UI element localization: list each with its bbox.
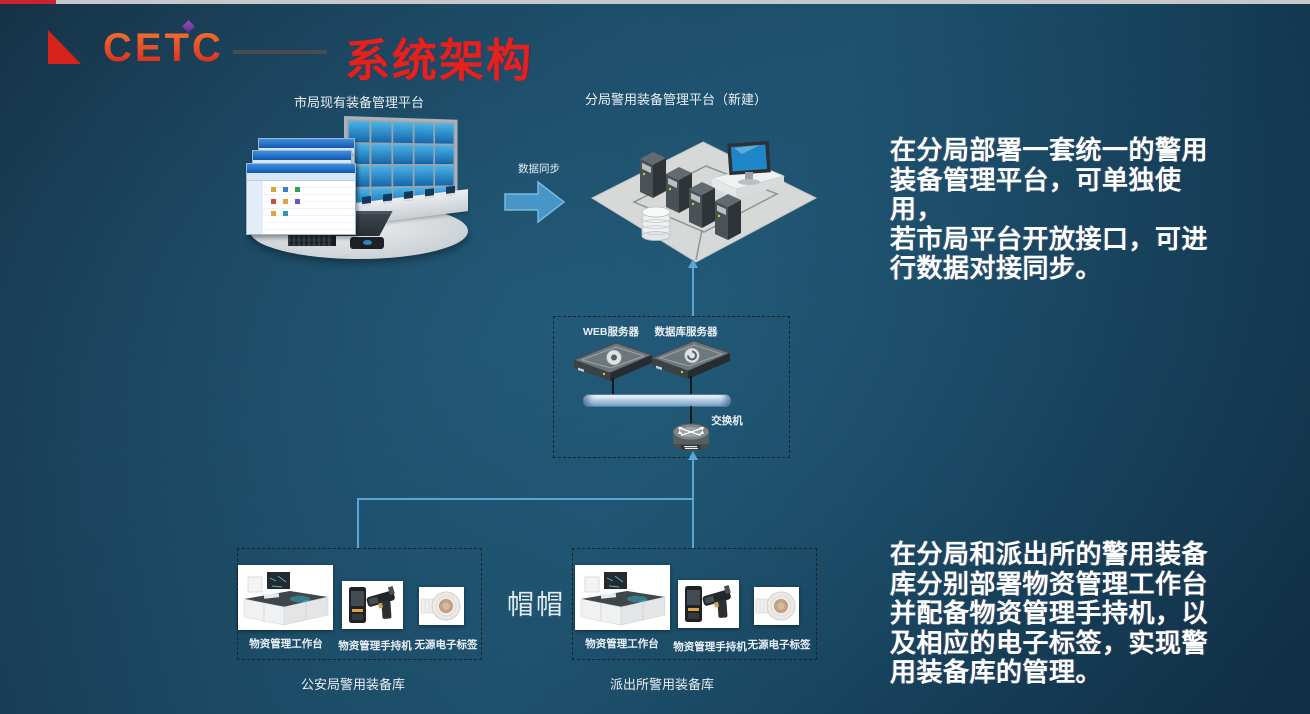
cetc-triangle-icon (48, 30, 81, 64)
uplink-arrowhead (688, 259, 698, 268)
database-icon (641, 206, 671, 241)
warehouse-trunk-line (357, 498, 694, 500)
slide-top-edge-accent (0, 0, 56, 4)
annotation-top: 在分局部署一套统一的警用 装备管理平台，可单独使用， 若市局平台开放接口，可进 … (890, 135, 1209, 283)
sync-arrow-label: 数据同步 (518, 163, 560, 175)
branch-platform-illustration (590, 140, 818, 263)
db-server-icon (650, 340, 732, 379)
uplink-line (692, 267, 694, 316)
handheld-photo (342, 581, 403, 629)
left-warehouse-box (237, 548, 482, 660)
db-to-bus-line (690, 376, 692, 395)
slide-top-edge (0, 0, 1310, 4)
monitor-icon (727, 140, 771, 185)
tag-label: 无源电子标签 (414, 639, 478, 651)
stray-text: 帽帽 (507, 590, 565, 620)
tag-roll-photo (754, 587, 799, 625)
keyboard-tray-icon (350, 237, 384, 249)
bus-to-switch-line (690, 406, 692, 426)
web-server-label: WEB服务器 (583, 326, 639, 338)
left-warehouse-caption: 公安局警用装备库 (300, 677, 406, 692)
city-platform-label: 市局现有装备管理平台 (293, 95, 425, 110)
tower-server-icon (715, 194, 741, 240)
left-warehouse-drop-line (357, 499, 359, 548)
tower-server-icon (640, 152, 666, 198)
handheld-photo (678, 580, 739, 628)
workstation-photo (238, 565, 333, 630)
header-divider (233, 50, 327, 54)
right-warehouse-caption: 派出所警用装备库 (609, 677, 715, 692)
workstation-photo (575, 565, 670, 630)
app-window (246, 163, 356, 235)
branch-platform-label: 分局警用装备管理平台（新建） (584, 92, 768, 107)
tower-server-icon (666, 167, 692, 213)
switch-label: 交换机 (711, 415, 743, 427)
handheld-label: 物资管理手持机 (338, 640, 412, 652)
handheld-label: 物资管理手持机 (673, 641, 747, 653)
right-warehouse-box (572, 548, 817, 660)
db-server-label: 数据库服务器 (654, 326, 718, 338)
tag-roll-photo (419, 587, 464, 625)
warehouse-uplink-line (692, 459, 694, 548)
page-title: 系统架构 (345, 35, 534, 86)
network-bus-bar (583, 394, 731, 407)
warehouse-uplink-arrowhead (688, 451, 698, 460)
sync-arrow-icon (504, 180, 566, 224)
cetc-logo-text: CETC (103, 26, 224, 70)
workstation-label: 物资管理工作台 (249, 638, 323, 650)
switch-icon (672, 423, 710, 451)
tower-server-icon (689, 182, 715, 228)
annotation-bottom: 在分局和派出所的警用装备 库分别部署物资管理工作台 并配备物资管理手持机，以 及… (890, 539, 1209, 687)
tag-label: 无源电子标签 (747, 639, 811, 651)
workstation-label: 物资管理工作台 (585, 638, 659, 650)
web-server-icon (572, 342, 654, 381)
web-to-bus-line (612, 378, 614, 395)
server-room-box (553, 316, 790, 458)
